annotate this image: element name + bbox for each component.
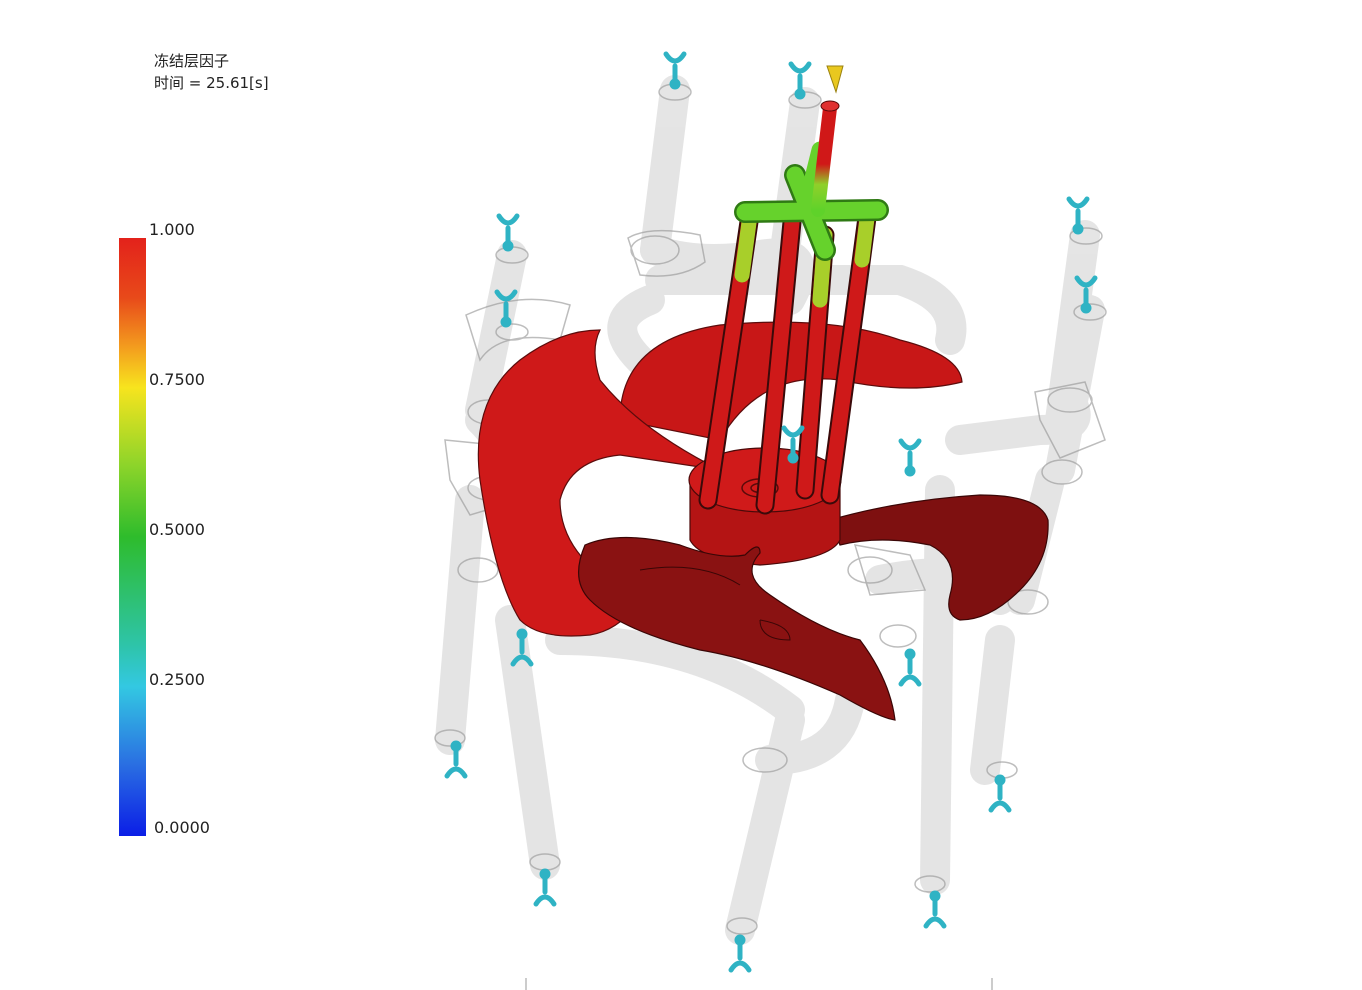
- coolant-outlet-icon: [923, 890, 947, 929]
- fan-blade-left: [477, 329, 721, 637]
- legend-tick-075: 0.7500: [149, 370, 205, 389]
- legend-tick-050: 0.5000: [149, 520, 205, 539]
- result-title: 冻结层因子: [154, 52, 230, 70]
- coolant-outlet-icon: [728, 934, 752, 973]
- coolant-outlet-icon: [533, 868, 557, 907]
- coolant-inlet-icon: [496, 213, 520, 252]
- coolant-inlet-icon: [788, 61, 812, 100]
- coolant-inlet-icon: [898, 438, 922, 477]
- time-readout: 时间 = 25.61[s]: [154, 74, 269, 92]
- fan-blade-back: [619, 321, 963, 441]
- feed-system: [698, 100, 889, 515]
- fan-blade-front: [578, 536, 896, 721]
- viewport-ticks: [525, 978, 993, 990]
- color-legend-bar: [119, 238, 146, 836]
- injection-location-icon[interactable]: [826, 65, 844, 94]
- coolant-inlet-icon: [1066, 196, 1090, 235]
- legend-tick-025: 0.2500: [149, 670, 205, 689]
- coolant-inlet-icon: [663, 51, 687, 90]
- coolant-inlet-icon: [781, 425, 805, 464]
- sprue: [811, 101, 837, 217]
- result-header: 冻结层因子 时间 = 25.61[s]: [154, 50, 269, 94]
- coolant-outlet-icon: [898, 648, 922, 687]
- coolant-outlet-icon: [988, 774, 1012, 813]
- coolant-outlet-icon: [444, 740, 468, 779]
- fan-part[interactable]: [477, 321, 1049, 721]
- coolant-outlet-icon: [510, 628, 534, 667]
- coolant-inlet-icon: [494, 289, 518, 328]
- legend-tick-max: 1.000: [149, 220, 195, 239]
- coolant-markers: [444, 51, 1098, 973]
- coolant-inlet-icon: [1074, 275, 1098, 314]
- fan-blade-right: [829, 494, 1049, 621]
- legend-tick-min: 0.0000: [154, 818, 210, 837]
